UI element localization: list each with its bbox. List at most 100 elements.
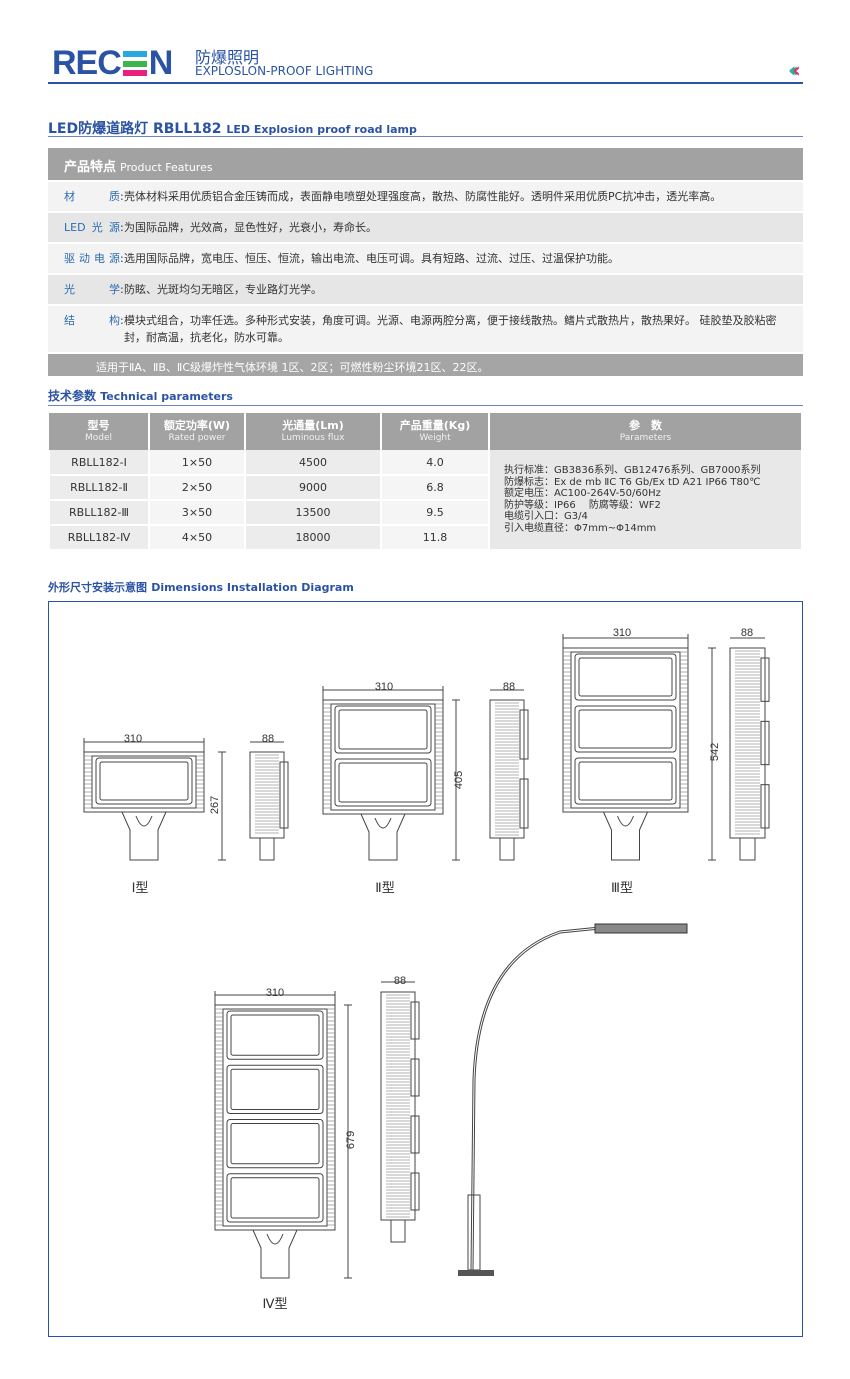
- tech-heading: 技术参数 Technical parameters: [48, 389, 233, 403]
- type3-label: Ⅲ型: [611, 880, 633, 895]
- mount-bracket: [252, 1229, 298, 1279]
- side-driver-box: [410, 1001, 420, 1040]
- feature-row: LED光源:为国际品牌，光效高，显色性好，光衰小，寿命长。: [48, 211, 803, 242]
- features-footer: 适用于ⅡA、ⅡB、ⅡC级爆炸性气体环境 1区、2区；可燃性粉尘环境21区、22区…: [48, 352, 803, 376]
- lamp-pole: [470, 926, 601, 1271]
- led-lens: [578, 761, 673, 801]
- led-module: [226, 1010, 324, 1060]
- side-housing: [729, 647, 766, 839]
- brand-name-en: EXPLOSLON-PROOF LIGHTING: [195, 64, 374, 78]
- tech-divider: [48, 405, 803, 406]
- mount-bracket: [602, 811, 649, 861]
- logo-e-bars: [122, 51, 147, 76]
- page-title: LED防爆道路灯 RBLL182 LED Explosion proof roa…: [48, 121, 417, 137]
- features-list: 材质:壳体材料采用优质铝合金压铸而成，表面静电喷塑处理强度高，散热、防腐性能好。…: [48, 180, 803, 352]
- led-lens: [230, 1014, 320, 1056]
- type2-label: Ⅱ型: [375, 880, 394, 895]
- led-module: [334, 705, 432, 754]
- side-driver-box: [760, 784, 770, 829]
- bracket-arc: [374, 817, 392, 829]
- type2-height: 405: [453, 771, 465, 789]
- lamp-frame: [570, 651, 681, 809]
- led-module: [226, 1173, 324, 1223]
- side-bracket: [499, 837, 515, 861]
- lamp-frame: [222, 1008, 328, 1227]
- feature-row: 材质:壳体材料采用优质铝合金压铸而成，表面静电喷塑处理强度高，散热、防腐性能好。…: [48, 180, 803, 211]
- type1-label: Ⅰ型: [132, 880, 149, 895]
- led-module: [574, 653, 677, 701]
- mount-bracket: [121, 811, 167, 861]
- side-driver-box: [519, 709, 529, 760]
- side-driver-box: [760, 657, 770, 702]
- type3-height: 542: [709, 743, 721, 761]
- type1-height: 267: [209, 796, 221, 814]
- diagram-frame: [48, 601, 803, 1337]
- bracket-arc: [617, 815, 634, 827]
- led-module: [334, 758, 432, 807]
- led-lens: [578, 709, 673, 749]
- mount-bracket: [360, 813, 406, 861]
- led-lens: [230, 1068, 320, 1110]
- bracket-arc: [266, 1233, 284, 1245]
- side-driver-box: [410, 1058, 420, 1097]
- side-driver-box: [519, 778, 529, 829]
- title-divider: [48, 136, 803, 137]
- led-lens: [338, 709, 428, 750]
- side-bracket: [259, 837, 275, 861]
- side-driver-box: [410, 1172, 420, 1211]
- lamp-frame: [91, 755, 197, 809]
- col-flux: 光通量(Lm)Luminous flux: [245, 413, 382, 450]
- lamp-housing: [214, 1004, 336, 1231]
- lamp-housing: [83, 751, 205, 813]
- type4-depth: 88: [394, 975, 406, 987]
- led-module: [574, 705, 677, 753]
- type2-depth: 88: [503, 681, 515, 693]
- side-bracket: [739, 837, 756, 861]
- led-lens: [99, 761, 189, 801]
- type1-depth: 88: [262, 733, 274, 745]
- led-module: [226, 1119, 324, 1169]
- led-lens: [338, 762, 428, 803]
- type4-height: 679: [345, 1131, 357, 1149]
- lamp-housing: [322, 699, 444, 815]
- type3-width: 310: [613, 627, 631, 639]
- type1-width: 310: [124, 733, 142, 745]
- led-lens: [230, 1177, 320, 1219]
- lamp-frame: [330, 703, 436, 811]
- side-bracket: [390, 1219, 406, 1243]
- side-driver-box: [410, 1115, 420, 1154]
- led-module: [226, 1064, 324, 1114]
- lamp-pole-inner: [471, 927, 601, 1271]
- side-driver-box: [760, 720, 770, 766]
- type3-depth: 88: [741, 627, 753, 639]
- feature-row: 结构:模块式组合，功率任选。多种形式安装，角度可调。光源、电源两腔分离，便于接线…: [48, 304, 803, 352]
- feature-row: 驱动电源:选用国际品牌，宽电压、恒压、恒流，输出电流、电压可调。具有短路、过流、…: [48, 242, 803, 273]
- side-housing: [249, 751, 285, 839]
- brand-name-cn: 防爆照明: [195, 48, 260, 67]
- led-module: [574, 757, 677, 805]
- params-cell: 执行标准：GB3836系列、GB12476系列、GB7000系列防爆标志：Ex …: [488, 450, 803, 551]
- side-driver-box: [279, 761, 289, 829]
- pole-lamp-head: [594, 923, 688, 934]
- led-lens: [578, 657, 673, 697]
- pole-base-plate: [458, 1270, 494, 1276]
- led-module: [95, 757, 193, 805]
- col-power: 额定功率(W)Rated power: [149, 413, 246, 450]
- led-lens: [230, 1123, 320, 1165]
- feature-row: 光学:防眩、光斑均匀无暗区，专业路灯光学。: [48, 273, 803, 304]
- bracket-arc: [135, 815, 153, 827]
- type4-width: 310: [266, 987, 284, 999]
- type2-width: 310: [375, 681, 393, 693]
